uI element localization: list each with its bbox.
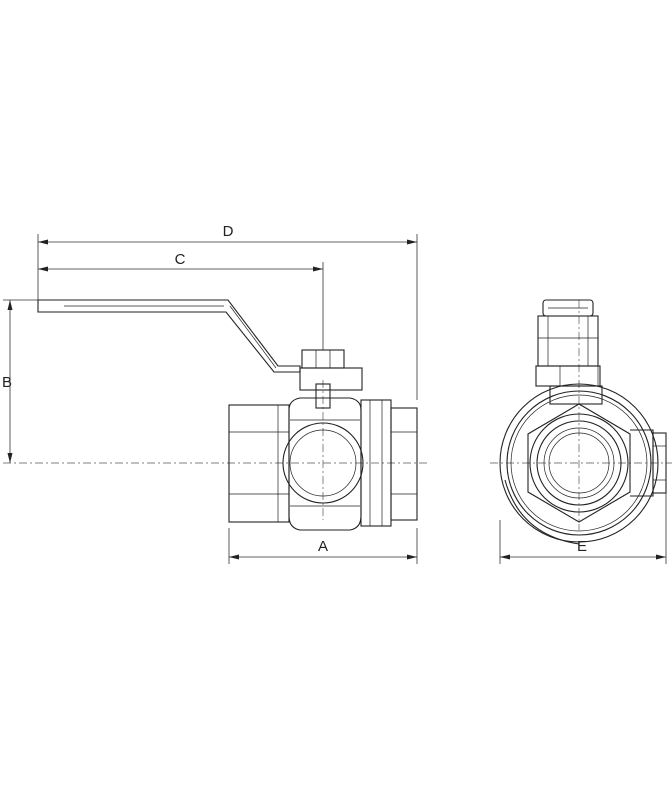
dimension-c-label: C [175, 251, 186, 268]
stem-nut [299, 349, 363, 409]
dimension-e: E [499, 480, 667, 564]
dimension-a-label: A [318, 538, 328, 555]
dimension-d-label: D [223, 223, 234, 240]
valve-body-front [228, 397, 418, 531]
dimension-e-label: E [577, 538, 587, 555]
dimension-d: D [37, 223, 418, 400]
valve-handle-side [537, 299, 599, 367]
dimension-a: A [228, 528, 418, 564]
valve-body-side [499, 383, 667, 545]
dimension-c: C [38, 251, 324, 350]
dimension-b-label: B [2, 374, 12, 391]
valve-handle-lever [37, 299, 301, 373]
dimension-b: B [2, 299, 38, 463]
